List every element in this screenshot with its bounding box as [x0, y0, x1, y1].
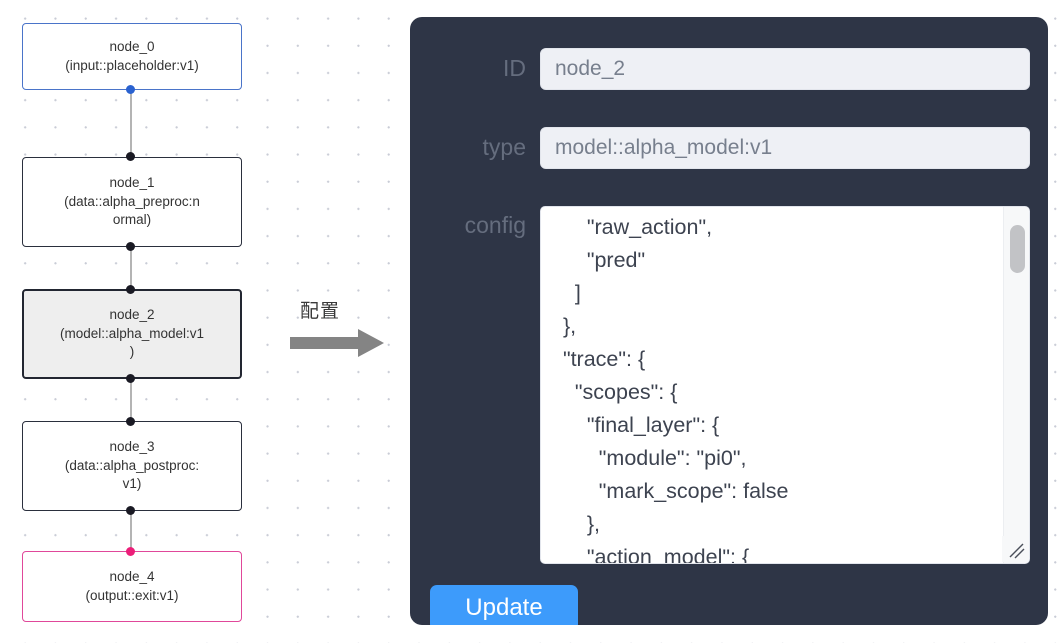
right-arrow-icon: [290, 328, 386, 363]
node-graph: node_0 (input::placeholder:v1) node_1 (d…: [0, 0, 280, 643]
type-label: type: [482, 134, 526, 160]
graph-node-label: node_1 (data::alpha_preproc:n ormal): [64, 175, 200, 228]
port-node_0-out[interactable]: [126, 85, 135, 94]
graph-node-label: node_0 (input::placeholder:v1): [65, 39, 199, 73]
config-scrollbar-thumb[interactable]: [1010, 225, 1025, 273]
id-input[interactable]: node_2: [540, 48, 1030, 90]
graph-node-node_2[interactable]: node_2 (model::alpha_model:v1 ): [22, 289, 242, 379]
graph-node-node_3[interactable]: node_3 (data::alpha_postproc: v1): [22, 421, 242, 511]
arrow-caption: 配置: [300, 300, 341, 322]
port-node_4-in[interactable]: [126, 547, 135, 556]
graph-node-node_1[interactable]: node_1 (data::alpha_preproc:n ormal): [22, 157, 242, 247]
id-label: ID: [503, 55, 526, 81]
field-row-id: ID node_2: [410, 48, 1048, 90]
graph-node-label: node_3 (data::alpha_postproc: v1): [64, 439, 200, 492]
port-node_2-out[interactable]: [126, 374, 135, 383]
port-node_2-in[interactable]: [126, 285, 135, 294]
update-button[interactable]: Update: [430, 585, 578, 625]
port-node_1-in[interactable]: [126, 152, 135, 161]
edge-node2-node3: [130, 375, 132, 423]
graph-node-node_0[interactable]: node_0 (input::placeholder:v1): [22, 23, 242, 90]
port-node_1-out[interactable]: [126, 242, 135, 251]
node-config-panel: ID node_2 type model::alpha_model:v1 con…: [410, 17, 1048, 625]
configure-arrow-group: 配置: [288, 296, 398, 366]
edge-node1-node2: [130, 245, 132, 293]
port-node_3-in[interactable]: [126, 417, 135, 426]
edge-node3-node4: [130, 511, 132, 551]
graph-node-label: node_4 (output::exit:v1): [85, 569, 179, 603]
field-row-config: config "raw_action", "pred" ] }, "trace"…: [410, 206, 1048, 564]
config-scrollbar[interactable]: [1003, 207, 1029, 563]
graph-node-node_4[interactable]: node_4 (output::exit:v1): [22, 551, 242, 622]
resize-handle-icon[interactable]: [1002, 536, 1028, 562]
port-node_3-out[interactable]: [126, 506, 135, 515]
config-textarea-wrapper: "raw_action", "pred" ] }, "trace": { "sc…: [540, 206, 1030, 564]
field-row-type: type model::alpha_model:v1: [410, 127, 1048, 169]
graph-node-label: node_2 (model::alpha_model:v1 ): [59, 307, 205, 360]
config-textarea[interactable]: "raw_action", "pred" ] }, "trace": { "sc…: [562, 215, 789, 563]
type-input[interactable]: model::alpha_model:v1: [540, 127, 1030, 169]
edge-node0-node1: [130, 88, 132, 160]
config-label: config: [464, 212, 526, 238]
